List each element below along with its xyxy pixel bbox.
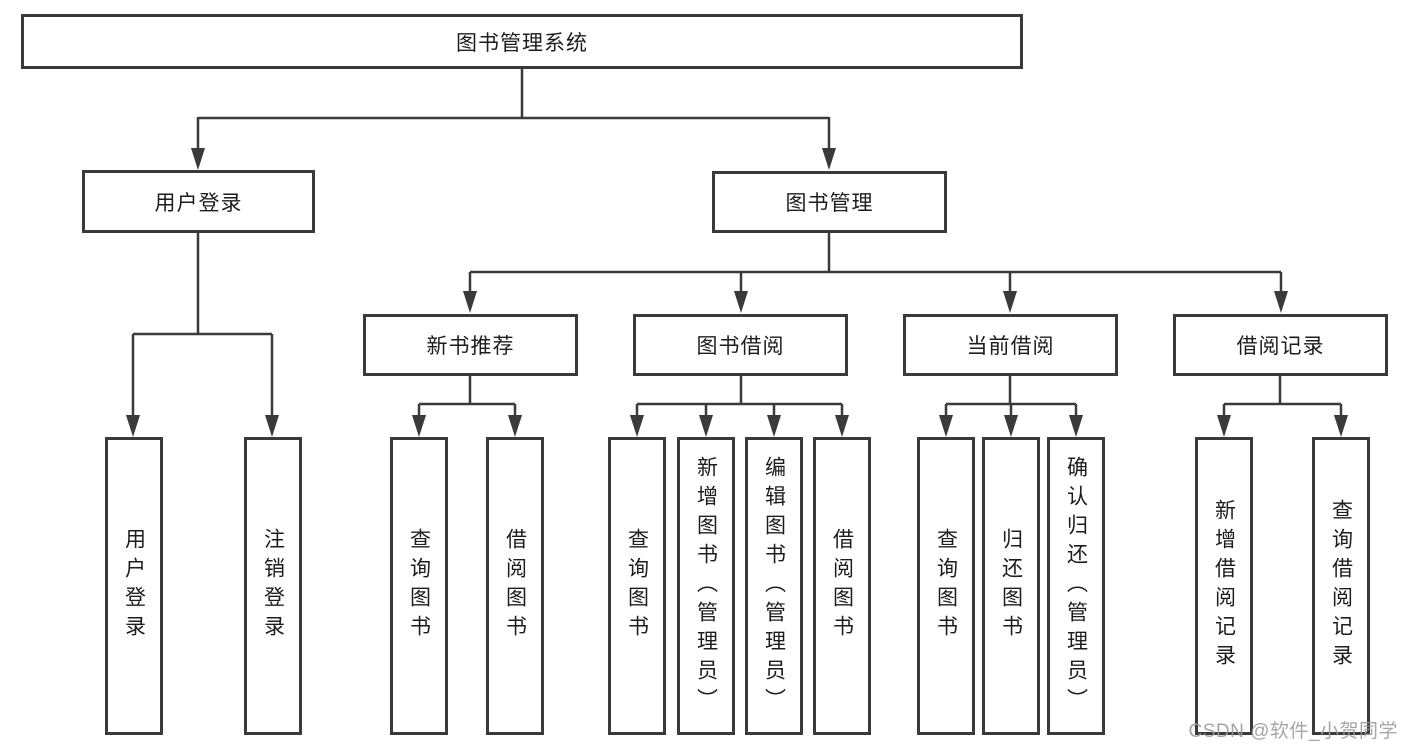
leaf-logout: 注销登录 <box>244 437 302 735</box>
leaf-borrow-books-recommend-label: 借阅图书 <box>503 528 527 644</box>
connector-line <box>468 233 1283 293</box>
leaf-logout-label: 注销登录 <box>261 528 285 644</box>
node-new-book-recommend-label: 新书推荐 <box>426 335 515 358</box>
node-user-login: 用户登录 <box>82 170 315 233</box>
node-borrowing-records-label: 借阅记录 <box>1236 335 1325 358</box>
leaf-query-borrow-record-label: 查询借阅记录 <box>1329 499 1353 673</box>
arrowhead-icon <box>1069 415 1083 437</box>
arrowhead-icon <box>265 415 279 437</box>
leaf-confirm-return-admin: 确认归还（管理员） <box>1047 437 1105 735</box>
connector-new-book-to-leaves <box>412 376 522 437</box>
node-new-book-recommend: 新书推荐 <box>363 314 578 376</box>
leaf-user-login: 用户登录 <box>105 437 163 735</box>
leaf-borrow-books-recommend: 借阅图书 <box>486 437 544 735</box>
arrowhead-icon <box>412 415 426 437</box>
leaf-query-borrow-record: 查询借阅记录 <box>1312 437 1370 735</box>
arrowhead-icon <box>508 415 522 437</box>
connector-line <box>1222 376 1343 417</box>
node-book-management-label: 图书管理 <box>785 192 874 215</box>
leaf-add-books-admin-label: 新增图书（管理员） <box>694 455 718 717</box>
node-current-borrowing: 当前借阅 <box>903 314 1118 376</box>
leaf-edit-books-admin-label: 编辑图书（管理员） <box>762 455 786 717</box>
root-node: 图书管理系统 <box>21 14 1023 69</box>
arrowhead-icon <box>1003 291 1017 313</box>
arrowhead-icon <box>191 148 205 170</box>
connector-line <box>196 69 831 150</box>
arrowhead-icon <box>835 415 849 437</box>
node-book-borrowing: 图书借阅 <box>633 314 848 376</box>
arrowhead-icon <box>126 415 140 437</box>
node-borrowing-records: 借阅记录 <box>1173 314 1388 376</box>
arrowhead-icon <box>939 415 953 437</box>
node-current-borrowing-label: 当前借阅 <box>966 335 1055 358</box>
leaf-query-books-borrowing-label: 查询图书 <box>625 528 649 644</box>
leaf-query-books-current-label: 查询图书 <box>934 528 958 644</box>
arrowhead-icon <box>1274 291 1288 313</box>
arrowhead-icon <box>1004 415 1018 437</box>
connector-current-borrow-to-leaves <box>939 376 1083 437</box>
connector-records-to-leaves <box>1217 376 1348 437</box>
connector-book-management-to-level3 <box>463 233 1288 313</box>
node-book-borrowing-label: 图书借阅 <box>696 335 785 358</box>
arrowhead-icon <box>822 148 836 170</box>
leaf-edit-books-admin: 编辑图书（管理员） <box>745 437 803 735</box>
leaf-user-login-label: 用户登录 <box>122 528 146 644</box>
leaf-add-books-admin: 新增图书（管理员） <box>677 437 735 735</box>
connector-line <box>417 376 517 417</box>
leaf-query-books-borrowing: 查询图书 <box>608 437 666 735</box>
connector-line <box>944 376 1078 417</box>
connector-user-login-to-leaves <box>126 233 279 437</box>
arrowhead-icon <box>1334 415 1348 437</box>
leaf-query-books-current: 查询图书 <box>917 437 975 735</box>
leaf-add-borrow-record: 新增借阅记录 <box>1195 437 1253 735</box>
leaf-query-books-recommend: 查询图书 <box>390 437 448 735</box>
node-book-management: 图书管理 <box>712 171 947 233</box>
arrowhead-icon <box>1217 415 1231 437</box>
connector-line <box>635 376 844 417</box>
connector-line <box>131 233 274 417</box>
leaf-borrow-books: 借阅图书 <box>813 437 871 735</box>
arrowhead-icon <box>734 291 748 313</box>
leaf-borrow-books-label: 借阅图书 <box>830 528 854 644</box>
node-user-login-label: 用户登录 <box>154 191 243 215</box>
leaf-add-borrow-record-label: 新增借阅记录 <box>1212 499 1236 673</box>
arrowhead-icon <box>767 415 781 437</box>
leaf-query-books-recommend-label: 查询图书 <box>407 528 431 644</box>
arrowhead-icon <box>630 415 644 437</box>
arrowhead-icon <box>699 415 713 437</box>
connector-book-borrow-to-leaves <box>630 376 849 437</box>
leaf-return-books: 归还图书 <box>982 437 1040 735</box>
root-node-label: 图书管理系统 <box>456 31 588 55</box>
connector-root-to-level2 <box>191 69 836 170</box>
watermark: CSDN @软件_小贺同学 <box>1188 721 1398 742</box>
leaf-return-books-label: 归还图书 <box>999 528 1023 644</box>
leaf-confirm-return-admin-label: 确认归还（管理员） <box>1064 455 1088 717</box>
arrowhead-icon <box>463 291 477 313</box>
